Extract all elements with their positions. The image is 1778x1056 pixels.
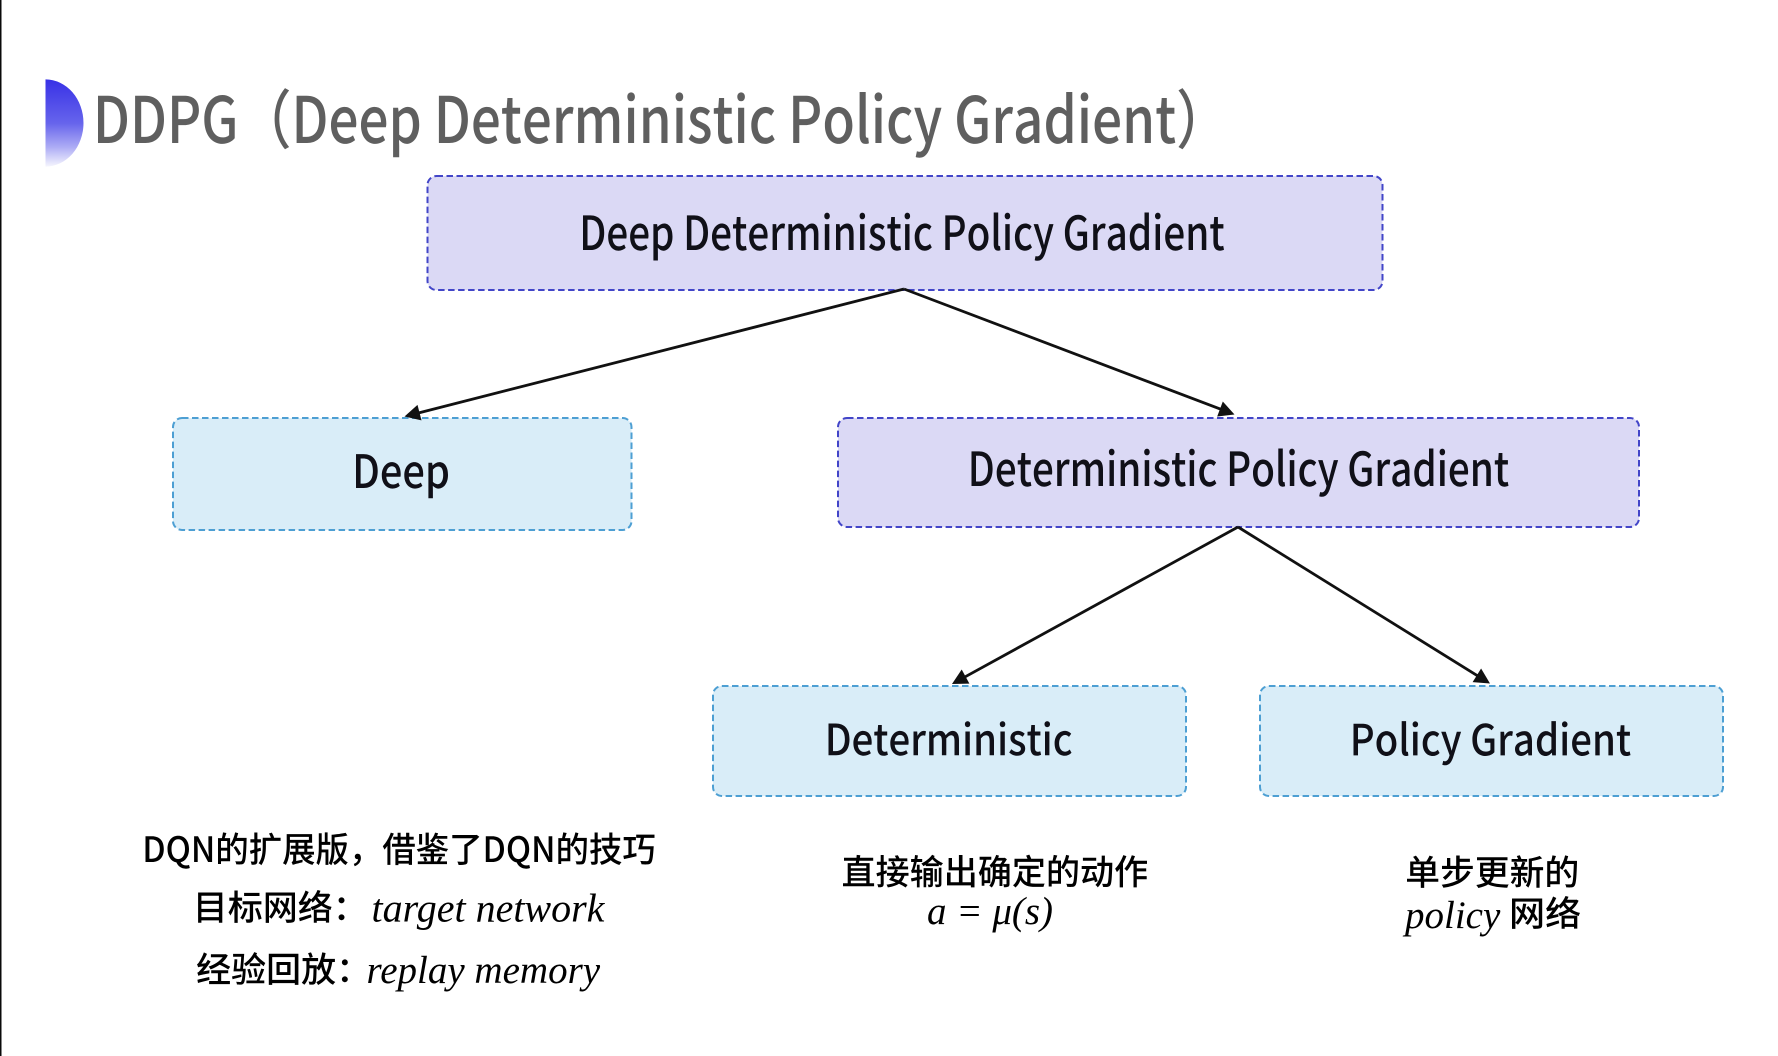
svg-text:target network: target network xyxy=(372,886,606,931)
svg-text:policy: policy xyxy=(1402,894,1501,937)
svg-text:a = μ(s): a = μ(s) xyxy=(927,890,1053,933)
svg-text:replay memory: replay memory xyxy=(367,949,601,992)
